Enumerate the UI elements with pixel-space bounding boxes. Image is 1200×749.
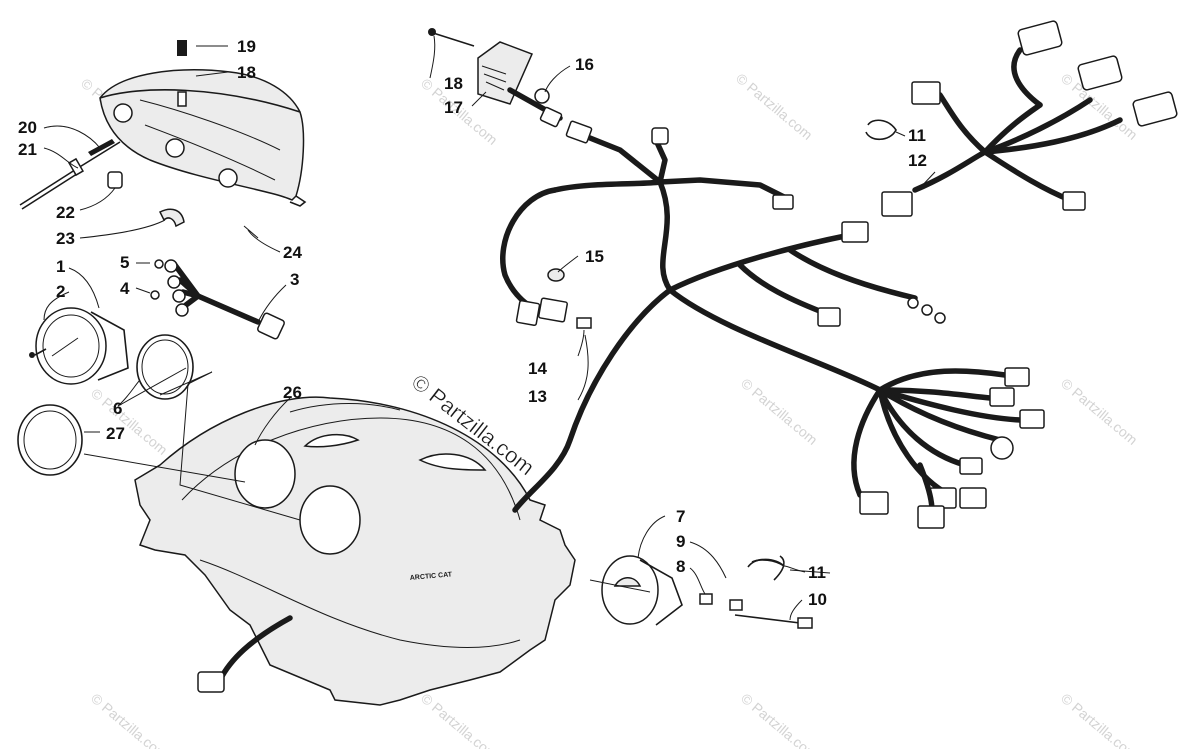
console-panel: ARCTIC CAT [134,396,576,706]
tach-nut [729,599,743,611]
callout-9: 9 [676,532,685,551]
adjuster-clip [177,40,187,56]
tach-spacer [699,593,713,605]
callout-19: 18 [237,63,256,82]
gauge-gasket [136,334,194,400]
gauge-bulb [150,290,160,300]
watermark-text: © Partzilla.com [738,690,821,749]
headlight-bulb-socket [218,168,238,188]
gauge-bulb [154,259,164,269]
callout-26: 26 [283,383,302,402]
callout-16: 16 [575,55,594,74]
adjuster-spring [88,139,115,156]
callout-23: 22 [56,203,75,222]
watermark-text: © Partzilla.com [738,375,821,448]
callout-7: 7 [676,507,685,526]
wiring-harness [428,20,1178,529]
callout-14: 14 [528,359,547,378]
console-gauge-opening [234,439,296,509]
callout-2: 2 [56,282,65,301]
callout-10: 10 [808,590,827,609]
callout-25: 24 [283,243,302,262]
gauge-assembly [17,259,285,476]
watermark-text: © Partzilla.com [1058,375,1141,448]
retainer-ring [865,119,897,141]
callout-15: 15 [585,247,604,266]
gauge-connector [257,312,285,340]
gauge-bezel [17,404,83,476]
console-gauge-opening [299,485,361,555]
grommet [534,88,550,104]
console-connector [197,671,225,693]
callout-5: 5 [120,253,129,272]
callout-20: 19 [237,37,256,56]
speedometer-gauge [35,307,107,385]
callout-3: 3 [290,270,299,289]
headlight-bulb-socket [113,103,133,123]
watermark-text: © Partzilla.com [1058,690,1141,749]
callout-6: 6 [113,399,122,418]
mounting-bolt [429,31,475,47]
callout-22: 21 [18,140,37,159]
callout-27: 27 [106,424,125,443]
voltage-regulator [477,41,534,105]
callout-11a: 11 [908,126,926,145]
callout-13: 13 [528,387,547,406]
adjust-screw [77,141,121,169]
callout-12: 12 [908,151,927,170]
headlight-assembly [19,40,307,239]
callout-labels: 19 18 20 21 22 23 24 5 4 3 1 2 6 27 26 7… [18,37,927,609]
callout-1: 1 [56,257,65,276]
callout-18: 18 [444,74,463,93]
fuse-cap [547,268,565,282]
bulb-boot [158,208,185,228]
callout-4: 4 [120,279,130,298]
headlight-bulb [107,171,123,189]
tachometer-gauge [601,555,659,625]
callout-leaders [43,35,936,621]
watermark-text: © Partzilla.com [418,690,501,749]
callout-17: 17 [444,98,463,117]
watermark-text: © Partzilla.com [88,690,171,749]
headlight-bulb-socket [165,138,185,158]
callout-8: 8 [676,557,685,576]
callout-24: 23 [56,229,75,248]
console-badge: ARCTIC CAT [410,571,453,582]
tachometer-assembly [601,555,813,629]
callout-21: 20 [18,118,37,137]
callout-11b: 11 [808,563,826,582]
watermark-text: © Partzilla.com [733,70,816,143]
watermark-text: © Partzilla.com [88,385,171,458]
